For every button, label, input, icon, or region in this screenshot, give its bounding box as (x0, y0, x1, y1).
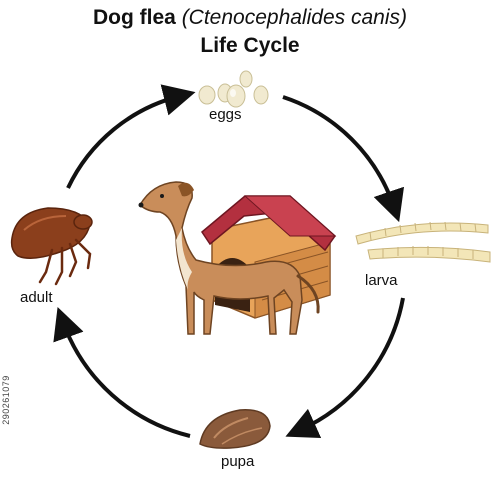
stock-id: 290261079 (1, 375, 11, 425)
diagram-title: Dog flea (Ctenocephalides canis) (0, 6, 500, 30)
flea-eggs-icon (198, 70, 269, 108)
stage-label-larva: larva (365, 272, 398, 289)
diagram-subtitle: Life Cycle (200, 34, 300, 57)
stage-label-pupa: pupa (221, 453, 255, 470)
flea-pupa-icon (199, 409, 271, 449)
stage-label-eggs: eggs (209, 106, 242, 123)
stage-label-adult: adult (20, 289, 53, 306)
arrow-adult-to-eggs (66, 84, 196, 189)
arrow-larva-to-pupa (285, 297, 405, 438)
title-common-name: Dog flea (93, 6, 176, 29)
dog-and-doghouse-icon (138, 181, 337, 335)
adult-flea-icon (10, 207, 93, 286)
title-scientific-name: (Ctenocephalides canis) (181, 6, 407, 29)
arrow-eggs-to-larva (282, 95, 405, 223)
flea-larva-icon (355, 221, 491, 263)
arrow-pupa-to-adult (53, 306, 191, 438)
